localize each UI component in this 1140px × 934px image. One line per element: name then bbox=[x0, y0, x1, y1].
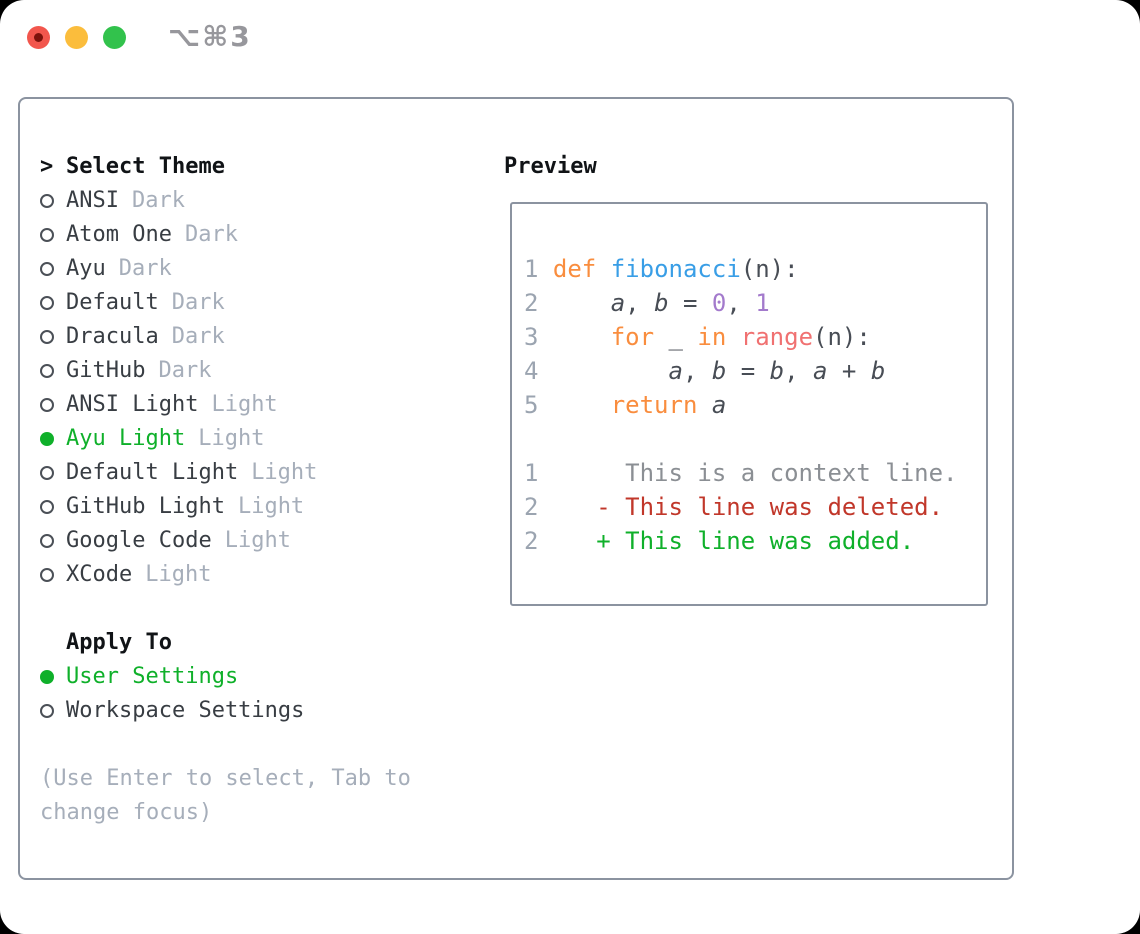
option-label: Google Code bbox=[66, 528, 212, 553]
hint-text: (Use Enter to select, Tab to change focu… bbox=[40, 766, 411, 825]
option-label: Ayu Light bbox=[66, 426, 186, 451]
line-number: 3 bbox=[524, 323, 539, 351]
option-variant-tag: Dark bbox=[171, 290, 225, 315]
select-theme-header: > Select Theme bbox=[40, 150, 486, 184]
radio-icon bbox=[40, 296, 54, 310]
radio-icon bbox=[40, 568, 54, 582]
radio-icon bbox=[40, 704, 54, 718]
code-line: 2 a, b = 0, 1 bbox=[524, 286, 986, 320]
option-label: Atom One bbox=[66, 222, 172, 247]
theme-option[interactable]: GitHub Light Light bbox=[40, 490, 486, 524]
apply-option[interactable]: Workspace Settings bbox=[40, 694, 486, 728]
option-label: Default bbox=[66, 290, 159, 315]
radio-icon bbox=[40, 330, 54, 344]
radio-icon bbox=[40, 364, 54, 378]
option-variant-tag: Dark bbox=[118, 256, 172, 281]
line-number: 4 bbox=[524, 357, 539, 385]
option-label: Workspace Settings bbox=[66, 698, 305, 723]
option-variant-tag: Light bbox=[224, 528, 291, 553]
radio-icon bbox=[40, 466, 54, 480]
line-number: 1 bbox=[524, 459, 539, 487]
code-line: 2 + This line was added. bbox=[524, 524, 986, 558]
code-line: 1 def fibonacci(n): bbox=[524, 252, 986, 286]
code-line: 2 - This line was deleted. bbox=[524, 490, 986, 524]
option-label: Default Light bbox=[66, 460, 239, 485]
theme-option[interactable]: GitHub Dark bbox=[40, 354, 486, 388]
option-variant-tag: Dark bbox=[131, 188, 185, 213]
line-number: 2 bbox=[524, 493, 539, 521]
select-theme-title: Select Theme bbox=[66, 154, 225, 179]
theme-option[interactable]: Ayu Dark bbox=[40, 252, 486, 286]
option-variant-tag: Dark bbox=[171, 324, 225, 349]
radio-selected-icon bbox=[40, 432, 54, 446]
option-variant-tag: Dark bbox=[158, 358, 212, 383]
code-line: 1 This is a context line. bbox=[524, 456, 986, 490]
option-variant-tag: Light bbox=[211, 392, 278, 417]
window-title: ⌥⌘3 bbox=[168, 20, 252, 53]
code-line: 5 return a bbox=[524, 388, 986, 422]
option-variant-tag: Light bbox=[145, 562, 212, 587]
option-variant-tag: Light bbox=[198, 426, 265, 451]
cursor-prefix: > bbox=[40, 154, 54, 179]
option-variant-tag: Dark bbox=[184, 222, 238, 247]
theme-option[interactable]: Dracula Dark bbox=[40, 320, 486, 354]
theme-option[interactable]: Google Code Light bbox=[40, 524, 486, 558]
option-variant-tag: Light bbox=[251, 460, 318, 485]
line-number: 2 bbox=[524, 527, 539, 555]
zoom-button[interactable] bbox=[103, 26, 126, 49]
titlebar: ⌥⌘3 bbox=[0, 0, 1140, 75]
option-label: User Settings bbox=[66, 664, 239, 689]
theme-option[interactable]: XCode Light bbox=[40, 558, 486, 592]
code-line bbox=[524, 422, 986, 456]
code-line: 3 for _ in range(n): bbox=[524, 320, 986, 354]
apply-to-header: Apply To bbox=[40, 626, 486, 660]
minimize-button[interactable] bbox=[65, 26, 88, 49]
theme-option[interactable]: ANSI Light Light bbox=[40, 388, 486, 422]
apply-option[interactable]: User Settings bbox=[40, 660, 486, 694]
option-label: ANSI bbox=[66, 188, 119, 213]
line-number: 1 bbox=[524, 255, 539, 283]
radio-icon bbox=[40, 500, 54, 514]
theme-option[interactable]: Default Dark bbox=[40, 286, 486, 320]
radio-icon bbox=[40, 398, 54, 412]
theme-option[interactable]: ANSI Dark bbox=[40, 184, 486, 218]
option-label: GitHub Light bbox=[66, 494, 225, 519]
radio-icon bbox=[40, 534, 54, 548]
apply-to-title: Apply To bbox=[66, 630, 172, 655]
option-label: XCode bbox=[66, 562, 133, 587]
close-dot-icon bbox=[34, 33, 43, 42]
spacer bbox=[40, 728, 486, 762]
close-button[interactable] bbox=[27, 26, 50, 49]
option-label: GitHub bbox=[66, 358, 146, 383]
theme-option[interactable]: Atom One Dark bbox=[40, 218, 486, 252]
radio-selected-icon bbox=[40, 670, 54, 684]
option-variant-tag: Light bbox=[237, 494, 305, 519]
code-line: 4 a, b = b, a + b bbox=[524, 354, 986, 388]
theme-option[interactable]: Ayu Light Light bbox=[40, 422, 486, 456]
spacer bbox=[40, 592, 486, 626]
theme-option[interactable]: Default Light Light bbox=[40, 456, 486, 490]
option-label: Dracula bbox=[66, 324, 159, 349]
line-number: 2 bbox=[524, 289, 539, 317]
line-number: 5 bbox=[524, 391, 539, 419]
option-label: ANSI Light bbox=[66, 392, 199, 417]
preview-title: Preview bbox=[504, 154, 597, 179]
option-label: Ayu bbox=[66, 256, 106, 281]
radio-icon bbox=[40, 228, 54, 242]
radio-icon bbox=[40, 194, 54, 208]
radio-icon bbox=[40, 262, 54, 276]
